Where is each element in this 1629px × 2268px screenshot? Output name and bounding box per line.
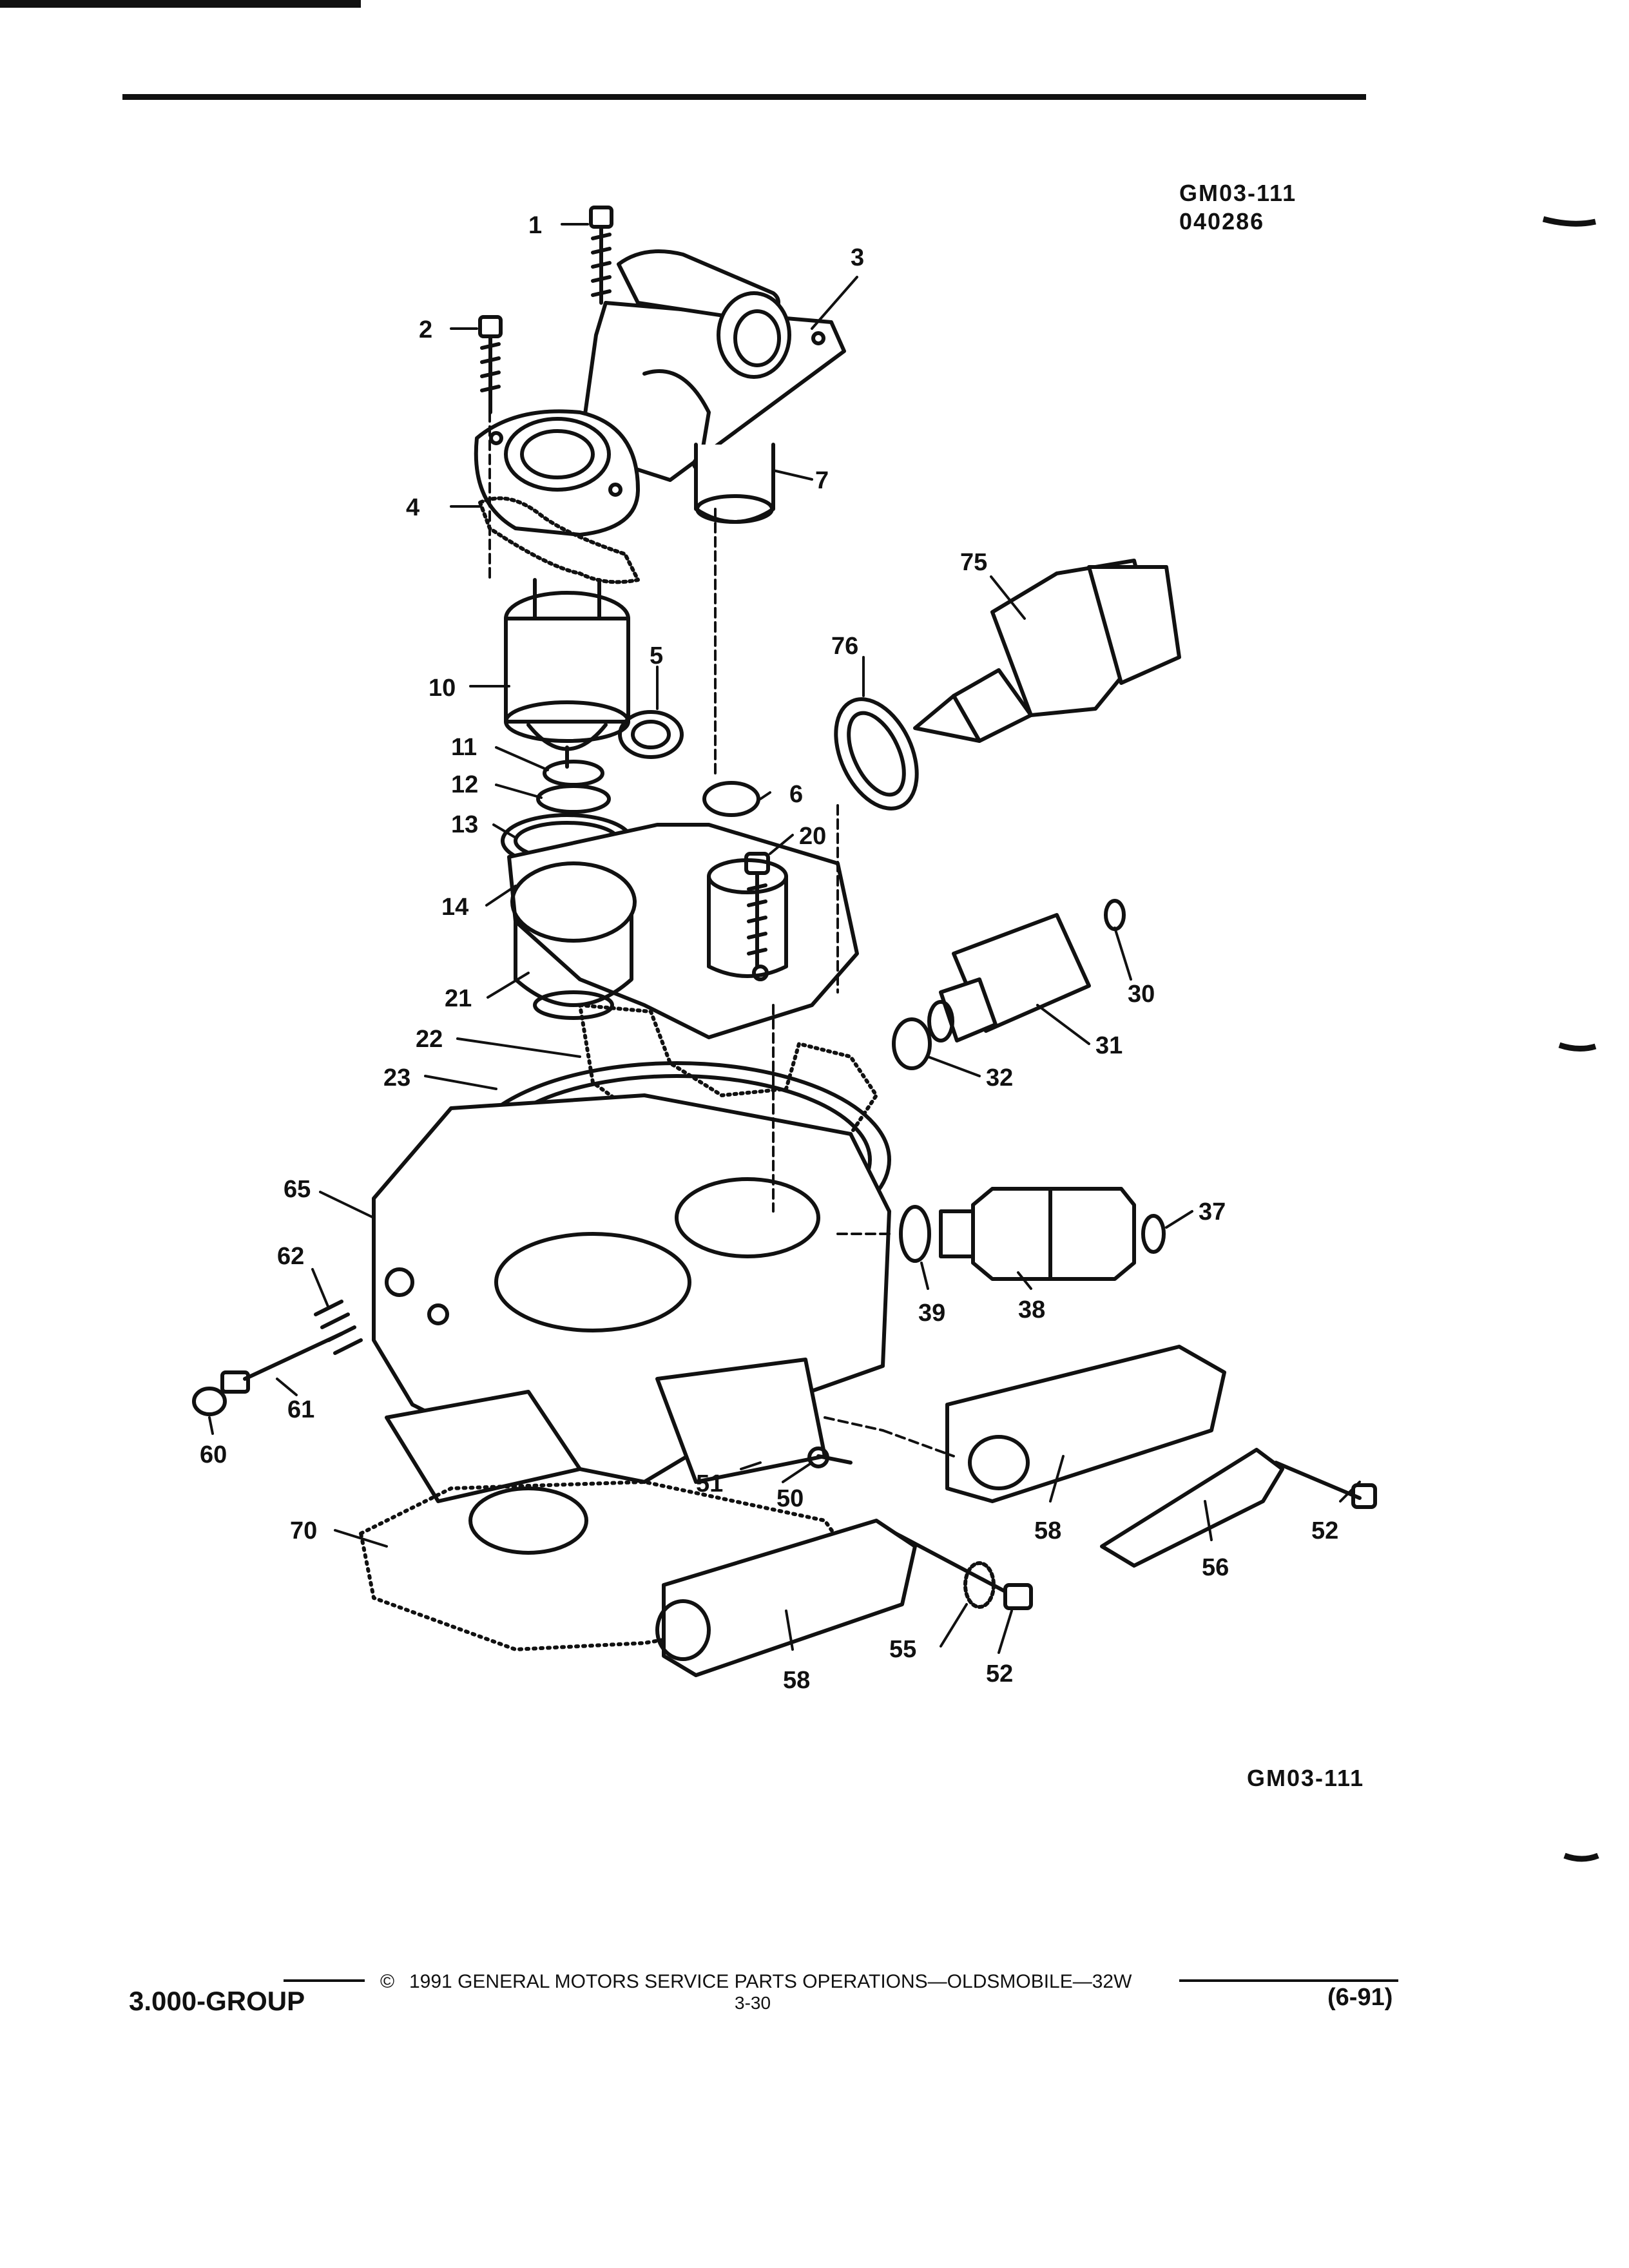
callout-label: 5 <box>650 642 663 669</box>
leader-lines <box>208 223 1361 1654</box>
margin-mark <box>1558 1042 1597 1052</box>
footer-revision: (6-91) <box>1327 1984 1393 2011</box>
callout-label: 4 <box>406 494 419 521</box>
callout-label: 38 <box>1018 1296 1045 1323</box>
screw-52-lower-drawing <box>894 1532 1033 1610</box>
footer-page-number: 3-30 <box>735 1993 771 2013</box>
seal-6-drawing <box>702 781 760 817</box>
footer-copyright: 1991 GENERAL MOTORS SERVICE PARTS OPERAT… <box>409 1971 1132 1992</box>
top-left-bar <box>0 0 361 8</box>
screw-1-drawing <box>589 206 613 305</box>
callout-label: 21 <box>445 985 472 1012</box>
meter-cover-drawing <box>578 249 846 482</box>
callout-label: 2 <box>419 316 432 343</box>
callout-label: 10 <box>429 675 456 702</box>
callout-label: 75 <box>960 549 987 576</box>
seal-12-drawing <box>536 784 611 814</box>
screw-20-drawing <box>744 852 770 968</box>
fuel-meter-body-drawing <box>507 823 859 1039</box>
copyright-symbol: © <box>380 1971 394 1992</box>
sensor-31-drawing <box>927 913 1091 1043</box>
callout-label: 62 <box>277 1243 304 1270</box>
header-rule <box>122 94 1366 100</box>
callout-label: 61 <box>287 1396 314 1423</box>
o-ring-30-drawing <box>1104 899 1126 931</box>
gasket-5-inner <box>631 720 671 749</box>
callout-label: 52 <box>1311 1517 1338 1544</box>
callout-label: 1 <box>528 212 542 239</box>
callout-label: 23 <box>383 1064 410 1091</box>
callout-label: 50 <box>776 1485 804 1512</box>
callout-label: 22 <box>416 1026 443 1053</box>
base-gasket-port <box>468 1486 588 1555</box>
o-ring-60-drawing <box>192 1387 227 1416</box>
margin-mark <box>1563 1852 1599 1862</box>
callout-label: 56 <box>1202 1554 1229 1581</box>
seal-76-inner <box>847 711 906 797</box>
callout-label: 32 <box>986 1064 1013 1091</box>
callout-label: 58 <box>783 1667 810 1694</box>
screw-52-upper-drawing <box>1274 1461 1377 1509</box>
callout-label: 55 <box>889 1636 916 1663</box>
callout-label: 11 <box>451 734 477 761</box>
screw-2-drawing <box>478 315 503 414</box>
screw-61-drawing <box>220 1332 343 1394</box>
washer-55-drawing <box>963 1561 996 1609</box>
callout-label: 65 <box>284 1176 311 1203</box>
figure-date-code: 040286 <box>1179 208 1264 235</box>
gasket-5-drawing <box>618 710 684 759</box>
throttle-position-sensor-lower-drawing <box>655 1519 917 1677</box>
screw-50-drawing <box>816 1454 853 1465</box>
fuel-injector-drawing <box>504 578 630 769</box>
idle-air-control-drawing <box>913 559 1181 743</box>
callout-label: 51 <box>696 1470 723 1497</box>
callout-label: 31 <box>1095 1032 1123 1059</box>
callout-label: 60 <box>200 1441 227 1468</box>
callout-label: 7 <box>815 467 829 494</box>
seal-11-drawing <box>543 760 604 787</box>
callout-label: 70 <box>290 1517 317 1544</box>
callout-label: 37 <box>1199 1198 1226 1225</box>
callout-label: 39 <box>918 1300 945 1327</box>
throttle-position-sensor-upper-drawing <box>945 1345 1226 1503</box>
seal-76-drawing <box>834 697 919 811</box>
bracket-56-drawing <box>1100 1448 1284 1568</box>
callout-label: 6 <box>789 781 803 808</box>
figure-id-bottom: GM03-111 <box>1247 1765 1364 1791</box>
callout-label: 76 <box>831 633 858 660</box>
callout-label: 12 <box>451 771 478 798</box>
alignment-lines <box>488 411 955 1457</box>
throttle-body-drawing <box>372 1093 891 1503</box>
callout-label: 58 <box>1034 1517 1061 1544</box>
callout-label: 13 <box>451 811 478 838</box>
injector-cover-flange-drawing <box>474 409 640 584</box>
callout-label: 52 <box>986 1660 1013 1687</box>
screw-50-head <box>807 1446 829 1468</box>
spring-62-drawing <box>314 1300 363 1355</box>
sensor-38-drawing <box>939 1187 1136 1281</box>
o-ring-32-drawing <box>892 1017 932 1070</box>
callout-label: 14 <box>441 894 468 921</box>
margin-mark <box>1542 216 1596 227</box>
callout-label: 3 <box>851 244 864 271</box>
pressure-regulator-drawing <box>694 443 775 524</box>
figure-id: GM03-111 <box>1179 180 1296 206</box>
o-ring-37-drawing <box>1141 1214 1166 1254</box>
o-ring-39-drawing <box>899 1205 931 1263</box>
callout-labels: 1 2 3 4 7 75 5 76 10 11 12 13 6 20 14 30… <box>200 212 1338 1694</box>
callout-label: 30 <box>1128 981 1155 1008</box>
footer-group: 3.000-GROUP <box>129 1986 305 2016</box>
callout-label: 20 <box>799 823 826 850</box>
exploded-view <box>192 206 1377 1677</box>
